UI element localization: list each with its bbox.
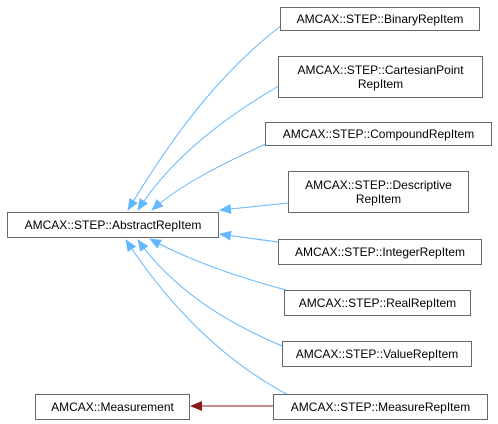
edge-binary-to-abstract [127,18,291,211]
node-label: AMCAX::STEP::AbstractRepItem [24,218,202,232]
edge-descriptive-to-abstract [219,202,290,214]
node-label: AMCAX::STEP::ValueRepItem [295,347,459,361]
edge-integer-to-abstract [219,230,279,243]
edge-real-to-abstract [149,238,287,291]
node-label: AMCAX::STEP::RealRepItem [298,296,457,310]
node-measure-rep-item[interactable]: AMCAX::STEP::MeasureRepItem [273,394,488,420]
node-measurement[interactable]: AMCAX::Measurement [35,394,190,420]
node-label: AMCAX::STEP::CartesianPoint [297,63,464,77]
node-value-rep-item[interactable]: AMCAX::STEP::ValueRepItem [282,341,472,367]
edge-compound-to-abstract [151,141,271,211]
node-label: AMCAX::STEP::Descriptive [305,178,452,192]
node-compound-rep-item[interactable]: AMCAX::STEP::CompoundRepItem [265,122,492,146]
node-label: AMCAX::Measurement [51,400,174,414]
node-abstract-rep-item[interactable]: AMCAX::STEP::AbstractRepItem [7,212,219,238]
node-label: RepItem [357,77,404,91]
node-label: AMCAX::STEP::CompoundRepItem [282,127,475,141]
node-label: AMCAX::STEP::MeasureRepItem [290,400,471,414]
node-real-rep-item[interactable]: AMCAX::STEP::RealRepItem [284,290,471,316]
node-binary-rep-item[interactable]: AMCAX::STEP::BinaryRepItem [280,7,480,31]
edge-cartesian-to-abstract [137,83,283,211]
node-label: AMCAX::STEP::IntegerRepItem [294,245,466,259]
edge-measure-to-abstract [125,239,293,398]
node-label: AMCAX::STEP::BinaryRepItem [296,12,464,26]
edge-value-to-abstract [137,239,283,347]
node-integer-rep-item[interactable]: AMCAX::STEP::IntegerRepItem [278,239,482,265]
node-cartesian-point-rep-item[interactable]: AMCAX::STEP::CartesianPoint RepItem [278,56,483,98]
node-label: RepItem [355,192,402,206]
node-descriptive-rep-item[interactable]: AMCAX::STEP::Descriptive RepItem [288,171,469,213]
